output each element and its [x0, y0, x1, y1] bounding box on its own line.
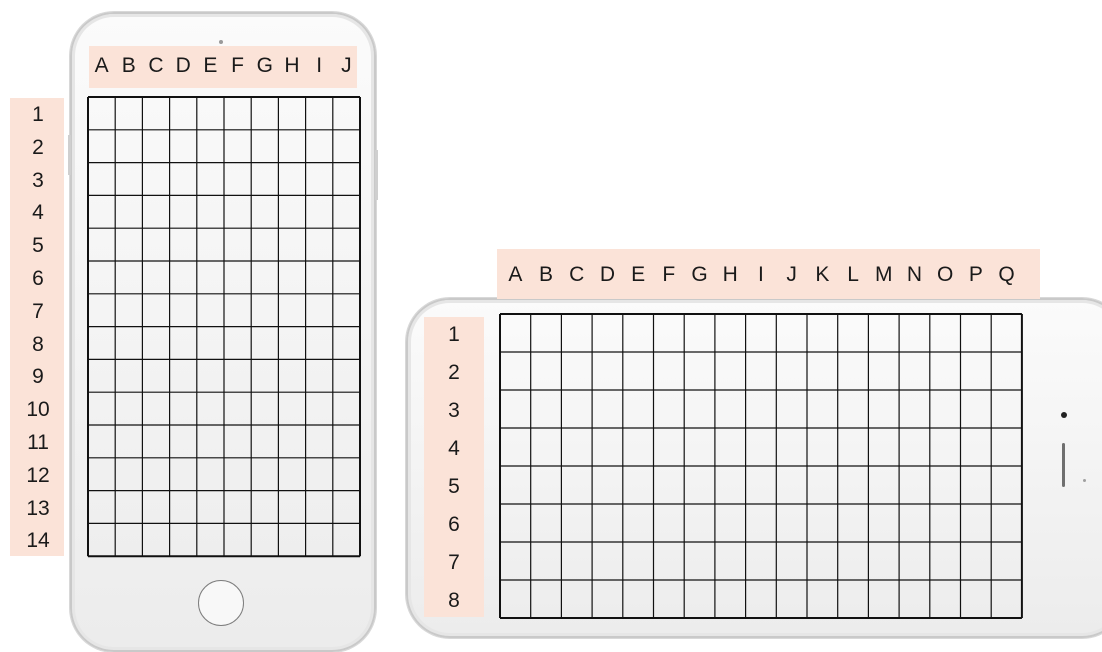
landscape-column-label: B — [531, 264, 562, 285]
portrait-row-label: 14 — [18, 530, 58, 551]
portrait-row-label: 13 — [18, 498, 58, 519]
landscape-row-label: 5 — [432, 476, 476, 497]
portrait-camera-icon — [219, 40, 223, 44]
landscape-row-label: 1 — [432, 324, 476, 345]
portrait-row-label: 4 — [18, 202, 58, 223]
portrait-row-label-band — [10, 98, 64, 556]
portrait-column-label: J — [333, 55, 360, 76]
landscape-column-label: D — [592, 264, 623, 285]
portrait-column-label: I — [306, 55, 333, 76]
portrait-column-label: D — [170, 55, 197, 76]
landscape-grid — [499, 313, 1025, 623]
portrait-row-label: 9 — [18, 366, 58, 387]
landscape-column-label: Q — [991, 264, 1022, 285]
portrait-column-label: C — [142, 55, 169, 76]
portrait-row-label: 12 — [18, 465, 58, 486]
portrait-row-label: 7 — [18, 301, 58, 322]
landscape-row-label: 8 — [432, 590, 476, 611]
landscape-column-label: F — [654, 264, 685, 285]
portrait-column-label: H — [278, 55, 305, 76]
portrait-side-button — [68, 135, 71, 175]
portrait-row-label: 10 — [18, 399, 58, 420]
portrait-row-label: 6 — [18, 268, 58, 289]
portrait-column-label: F — [224, 55, 251, 76]
landscape-column-label: L — [838, 264, 869, 285]
portrait-column-label: A — [88, 55, 115, 76]
portrait-column-label: G — [251, 55, 278, 76]
portrait-column-label: E — [197, 55, 224, 76]
landscape-column-label: I — [746, 264, 777, 285]
portrait-row-label: 5 — [18, 235, 58, 256]
landscape-column-label: M — [868, 264, 899, 285]
portrait-column-label: B — [115, 55, 142, 76]
landscape-column-label: P — [961, 264, 992, 285]
portrait-grid — [87, 96, 362, 558]
home-button[interactable] — [198, 580, 244, 626]
landscape-column-label: A — [500, 264, 531, 285]
landscape-row-label: 6 — [432, 514, 476, 535]
landscape-column-label: O — [930, 264, 961, 285]
landscape-earpiece — [1062, 443, 1065, 487]
landscape-column-label: G — [684, 264, 715, 285]
landscape-column-label: E — [623, 264, 654, 285]
landscape-sensor-icon — [1083, 479, 1086, 482]
portrait-row-label: 8 — [18, 334, 58, 355]
landscape-row-label: 3 — [432, 400, 476, 421]
landscape-row-label: 7 — [432, 552, 476, 573]
portrait-row-label: 3 — [18, 170, 58, 191]
landscape-column-label: H — [715, 264, 746, 285]
landscape-column-label: K — [807, 264, 838, 285]
landscape-camera-icon — [1061, 412, 1067, 418]
landscape-column-label: C — [561, 264, 592, 285]
landscape-row-label: 2 — [432, 362, 476, 383]
landscape-column-label: J — [776, 264, 807, 285]
portrait-row-label: 1 — [18, 104, 58, 125]
landscape-column-label: N — [899, 264, 930, 285]
landscape-row-label: 4 — [432, 438, 476, 459]
portrait-row-label: 2 — [18, 137, 58, 158]
portrait-row-label: 11 — [18, 432, 58, 453]
portrait-side-button-right — [375, 150, 378, 200]
